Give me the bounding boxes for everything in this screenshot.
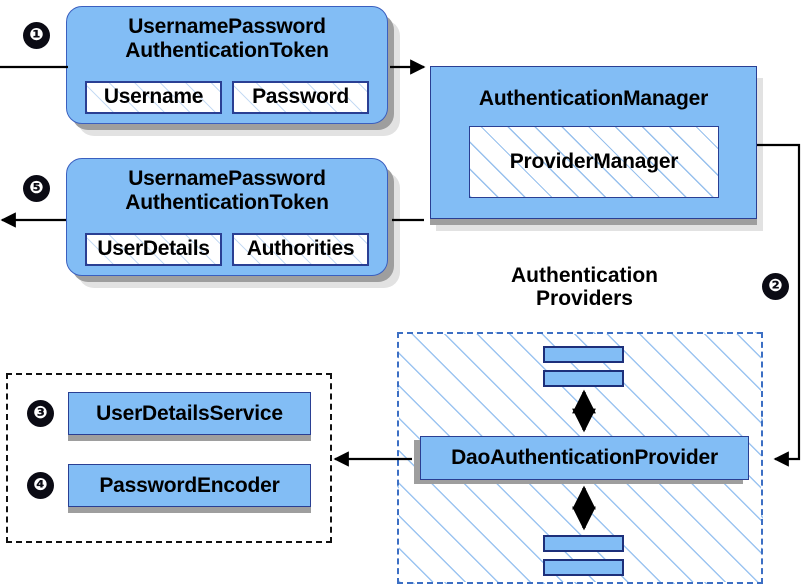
- authentication-providers-label-line1: Authentication: [511, 264, 658, 287]
- response-token-title-line2: AuthenticationToken: [125, 190, 329, 214]
- authentication-manager-panel[interactable]: AuthenticationManager ProviderManager: [430, 66, 757, 219]
- dao-authentication-provider-box[interactable]: DaoAuthenticationProvider: [420, 436, 749, 480]
- badge-step-2: ❷: [763, 274, 788, 299]
- provider-manager-box[interactable]: ProviderManager: [469, 126, 719, 198]
- badge-step-3: ❸: [28, 401, 53, 426]
- provider-placeholder-bottom-1: [543, 535, 624, 552]
- authentication-providers-label-line2: Providers: [536, 287, 633, 311]
- user-details-service-box[interactable]: UserDetailsService: [68, 392, 311, 435]
- request-token-slot-username[interactable]: Username: [85, 81, 222, 114]
- request-token-title-line1: UsernamePassword: [128, 15, 326, 38]
- badge-step-4: ❹: [28, 473, 53, 498]
- response-token-slot-userdetails[interactable]: UserDetails: [85, 233, 222, 266]
- badge-step-5: ❺: [24, 176, 49, 201]
- authentication-manager-title: AuthenticationManager: [478, 87, 709, 110]
- response-token-title: UsernamePassword AuthenticationToken: [67, 167, 387, 214]
- wire-manager-to-provider: [757, 143, 801, 467]
- response-token-slot-authorities[interactable]: Authorities: [232, 233, 369, 266]
- password-encoder-box[interactable]: PasswordEncoder: [68, 464, 311, 507]
- badge-step-1: ❶: [24, 23, 49, 48]
- authentication-providers-label: Authentication Providers: [462, 264, 707, 310]
- request-token-title-line2: AuthenticationToken: [125, 38, 329, 62]
- request-token-card[interactable]: UsernamePassword AuthenticationToken Use…: [66, 6, 388, 124]
- provider-placeholder-top-1: [543, 346, 624, 363]
- response-token-title-line1: UsernamePassword: [128, 167, 326, 190]
- provider-placeholder-top-2: [543, 370, 624, 387]
- provider-placeholder-bottom-2: [543, 559, 624, 576]
- request-token-slots: Username Password: [85, 81, 369, 114]
- response-token-slots: UserDetails Authorities: [85, 233, 369, 266]
- response-token-card[interactable]: UsernamePassword AuthenticationToken Use…: [66, 158, 388, 276]
- request-token-title: UsernamePassword AuthenticationToken: [67, 15, 387, 62]
- request-token-slot-password[interactable]: Password: [232, 81, 369, 114]
